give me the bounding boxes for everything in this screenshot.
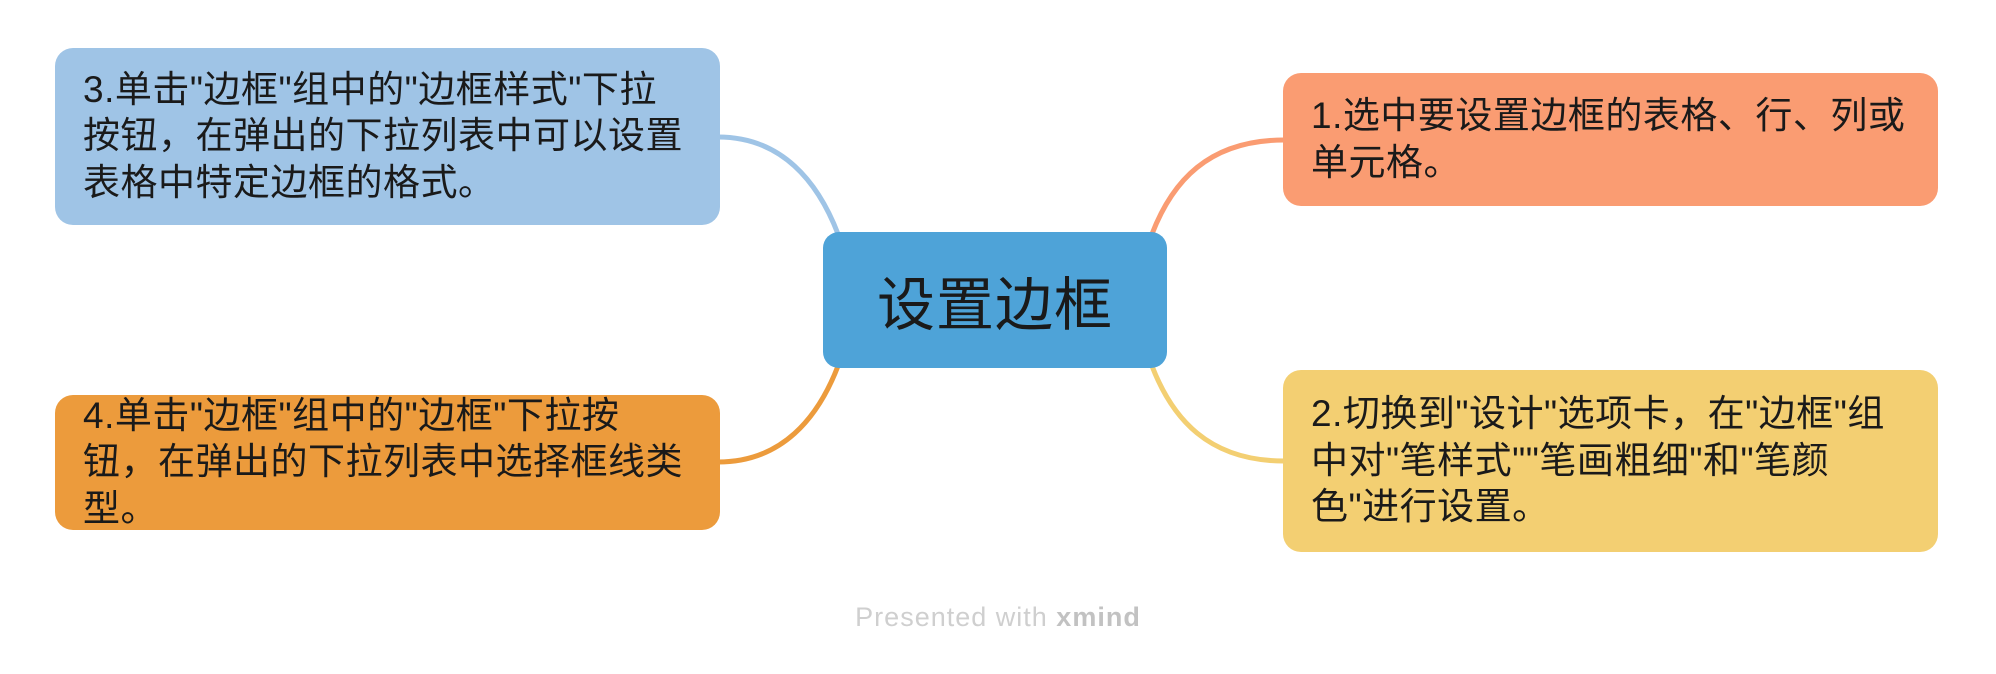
topic-step-2[interactable]: 2.切换到"设计"选项卡，在"边框"组中对"笔样式""笔画粗细"和"笔颜色"进行… bbox=[1283, 370, 1938, 552]
connector-step-4 bbox=[715, 363, 841, 465]
topic-step-4-label: 4.单击"边框"组中的"边框"下拉按钮，在弹出的下拉列表中选择框线类型。 bbox=[83, 394, 683, 529]
watermark-prefix-text: Presented with bbox=[855, 602, 1048, 632]
topic-step-3[interactable]: 3.单击"边框"组中的"边框样式"下拉按钮，在弹出的下拉列表中可以设置表格中特定… bbox=[55, 48, 720, 225]
connector-step-1 bbox=[1149, 137, 1287, 237]
topic-step-2-label: 2.切换到"设计"选项卡，在"边框"组中对"笔样式""笔画粗细"和"笔颜色"进行… bbox=[1311, 393, 1885, 528]
watermark-brand-text: xmind bbox=[1056, 602, 1141, 632]
xmind-watermark: Presented with xmind bbox=[0, 602, 1996, 633]
topic-step-1-label: 1.选中要设置边框的表格、行、列或单元格。 bbox=[1311, 94, 1906, 183]
central-topic[interactable]: 设置边框 bbox=[823, 232, 1167, 368]
connector-step-3 bbox=[715, 134, 841, 237]
topic-step-1[interactable]: 1.选中要设置边框的表格、行、列或单元格。 bbox=[1283, 73, 1938, 206]
topic-step-3-label: 3.单击"边框"组中的"边框样式"下拉按钮，在弹出的下拉列表中可以设置表格中特定… bbox=[83, 68, 683, 203]
topic-step-4[interactable]: 4.单击"边框"组中的"边框"下拉按钮，在弹出的下拉列表中选择框线类型。 bbox=[55, 395, 720, 530]
central-topic-label: 设置边框 bbox=[876, 273, 1113, 338]
connector-step-2 bbox=[1149, 363, 1287, 464]
